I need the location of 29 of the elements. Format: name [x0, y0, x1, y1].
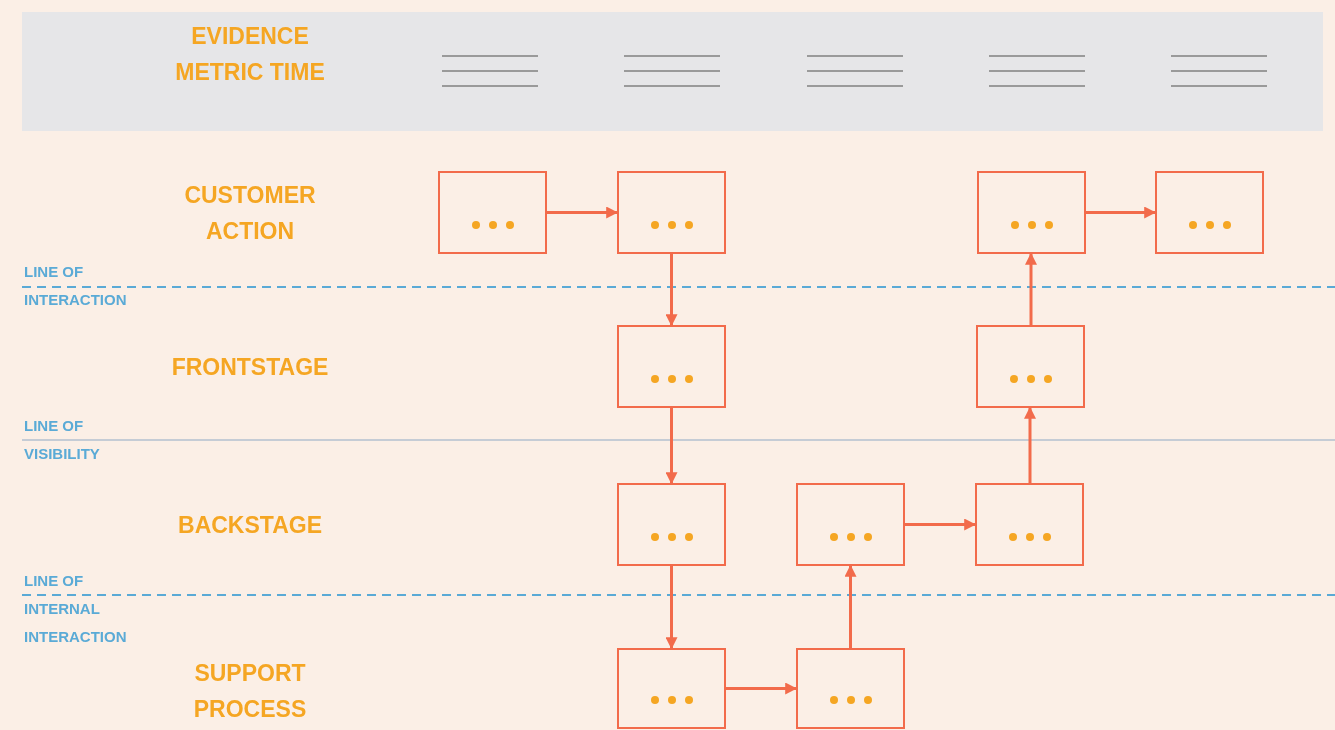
process-box	[617, 648, 726, 729]
process-box	[975, 483, 1084, 566]
row-label: FRONTSTAGE	[170, 353, 330, 382]
row-label: BACKSTAGE	[177, 511, 323, 540]
row-label: EVIDENCE METRIC TIME	[174, 22, 326, 87]
process-box	[617, 483, 726, 566]
arrow	[547, 206, 619, 219]
process-box	[617, 325, 726, 408]
arrow	[844, 564, 857, 648]
process-box	[617, 171, 726, 254]
arrow	[905, 518, 977, 531]
process-box	[796, 483, 905, 566]
arrow	[665, 408, 678, 485]
line-label: LINE OF VISIBILITY	[24, 416, 101, 464]
line-label: LINE OF INTERACTION	[24, 262, 128, 310]
process-box	[976, 325, 1085, 408]
row-label: SUPPORT PROCESS	[192, 659, 308, 724]
process-box	[1155, 171, 1264, 254]
arrow	[1025, 252, 1037, 325]
arrow	[665, 566, 678, 650]
process-box	[796, 648, 905, 729]
process-box	[438, 171, 547, 254]
arrow	[665, 254, 678, 327]
arrow	[1024, 406, 1036, 483]
process-box	[977, 171, 1086, 254]
line-label: LINE OF INTERNAL INTERACTION	[24, 571, 128, 647]
arrow	[1086, 206, 1157, 219]
arrow	[726, 682, 798, 695]
row-label: CUSTOMER ACTION	[183, 181, 317, 246]
